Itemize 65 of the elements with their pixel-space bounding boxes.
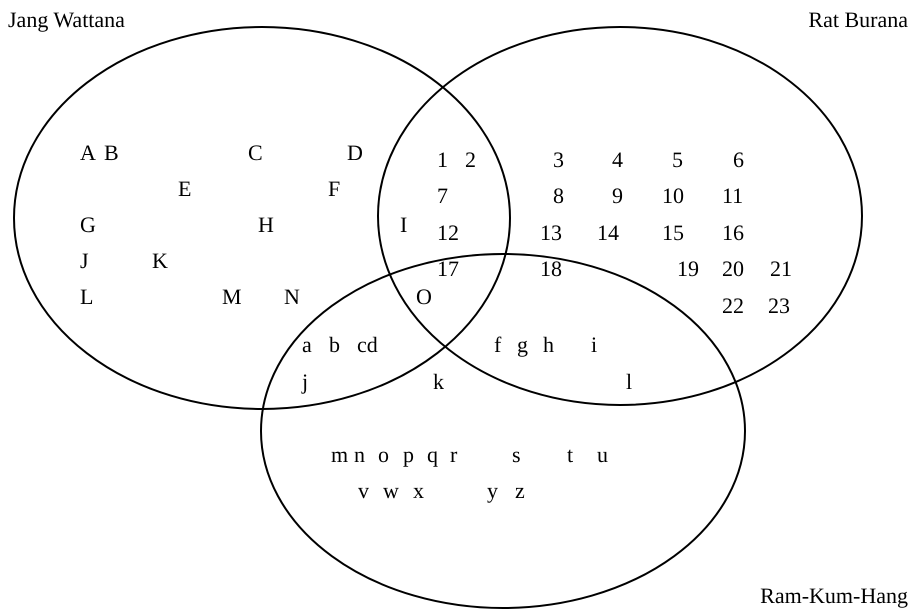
element-label: l	[626, 370, 632, 393]
element-label: A	[80, 142, 96, 164]
element-label: H	[258, 214, 274, 236]
element-label: cd	[357, 334, 378, 356]
element-label: s	[512, 444, 521, 466]
element-label: 6	[733, 148, 744, 171]
element-label: D	[347, 142, 363, 164]
element-label: C	[248, 142, 263, 164]
set-label: Rat Burana	[808, 8, 908, 31]
element-label: 13	[540, 222, 562, 244]
element-label: 16	[722, 222, 744, 244]
element-label: 22	[722, 294, 744, 317]
element-label: n	[354, 444, 365, 466]
element-label: O	[416, 286, 432, 308]
element-label: r	[450, 444, 458, 466]
element-label: h	[543, 334, 554, 356]
element-label: p	[403, 444, 414, 466]
element-label: 1	[437, 148, 448, 171]
element-label: 4	[612, 148, 623, 171]
element-label: v	[358, 480, 369, 502]
element-label: 2	[465, 148, 476, 171]
element-label: 21	[770, 258, 792, 280]
element-label: E	[178, 178, 192, 200]
element-label: I	[400, 214, 408, 236]
element-label: 20	[722, 258, 744, 280]
element-label: g	[517, 334, 528, 356]
element-label: 7	[437, 184, 448, 207]
element-label: t	[567, 444, 574, 466]
element-label: 18	[540, 258, 562, 280]
set-label: Ram-Kum-Hang	[760, 584, 908, 607]
element-label: a	[302, 334, 312, 356]
element-label: 19	[677, 258, 699, 280]
element-label: 15	[662, 222, 684, 244]
element-label: B	[104, 142, 119, 164]
element-label: 14	[597, 222, 619, 244]
element-label: G	[80, 214, 96, 236]
element-label: w	[383, 480, 399, 502]
element-label: N	[284, 286, 300, 308]
element-label: i	[591, 334, 598, 356]
element-label: 9	[612, 184, 623, 207]
element-label: 17	[437, 258, 459, 280]
element-label: 10	[662, 184, 684, 207]
element-label: u	[597, 444, 608, 466]
element-label: F	[328, 178, 340, 200]
element-label: 12	[437, 222, 459, 244]
element-label: M	[222, 286, 242, 308]
element-label: 23	[768, 294, 790, 317]
element-label: b	[329, 334, 340, 356]
element-label: y	[487, 480, 498, 502]
element-label: J	[80, 250, 89, 272]
element-label: L	[80, 286, 94, 308]
element-label: z	[515, 480, 525, 502]
element-label: m	[331, 444, 348, 466]
element-label: q	[427, 444, 438, 466]
element-label: 5	[672, 148, 683, 171]
element-label: x	[413, 480, 424, 502]
element-label: 8	[553, 184, 564, 207]
set-label: Jang Wattana	[8, 8, 125, 31]
element-label: 11	[722, 184, 744, 207]
element-label: o	[378, 444, 389, 466]
element-label: 3	[553, 148, 564, 171]
element-label: K	[152, 250, 168, 272]
element-label: j	[302, 370, 308, 393]
element-label: k	[433, 370, 444, 393]
element-label: f	[494, 334, 502, 356]
